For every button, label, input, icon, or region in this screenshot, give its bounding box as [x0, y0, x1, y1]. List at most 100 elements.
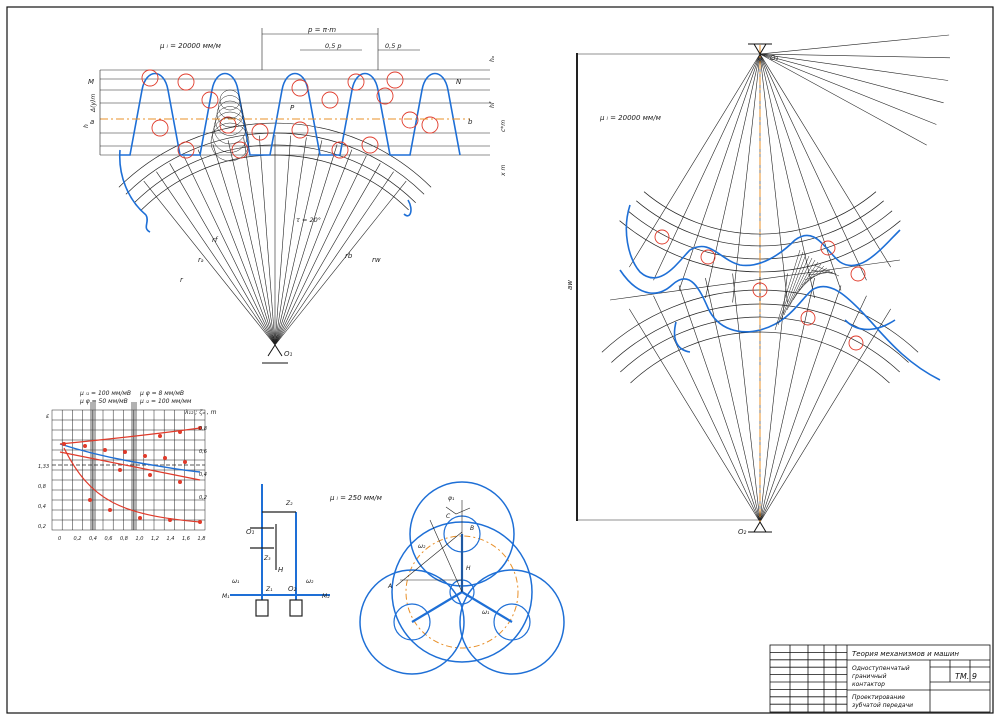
envelope-circle [218, 95, 242, 119]
construction-circle [421, 116, 439, 134]
angle-line [759, 53, 949, 81]
radial-line-top [759, 53, 815, 299]
hatch-line [813, 264, 840, 277]
data-point [198, 426, 202, 430]
hatch-line [774, 249, 801, 331]
x-tick-label: 0,4 [89, 536, 97, 542]
radial-line [212, 144, 276, 346]
hatch-line [783, 255, 810, 316]
center-o2-bottom: O₂ [738, 528, 747, 536]
contact-circle [700, 249, 716, 265]
radial-line [274, 180, 407, 346]
dim-dym: Δ(y)m [90, 94, 97, 113]
data-point [143, 454, 147, 458]
radial-line [274, 135, 291, 346]
scheme-z2: Z₂ [285, 500, 293, 507]
radial-line [274, 155, 367, 346]
line-n-label: N [456, 78, 462, 86]
construction-circle [219, 116, 237, 134]
hatch-line [795, 263, 822, 296]
construction-circle [291, 121, 309, 139]
half-pitch-right-label: 0,5 p [385, 42, 402, 50]
scheme-scale: μ ₗ = 250 мм/м [329, 494, 383, 502]
construction-circle [321, 91, 339, 109]
x-tick-label: 0,8 [120, 536, 128, 542]
dim-h: h [83, 124, 90, 128]
radial-line [274, 144, 338, 346]
radial-line [169, 163, 276, 346]
gear-tooth-detail [673, 319, 896, 353]
radial-line-bottom [759, 273, 788, 523]
planet-a: A [387, 583, 392, 590]
radial-line-top [759, 53, 867, 281]
tb-name4: Проектирование [852, 694, 905, 701]
radius-rb-label: rb [345, 252, 353, 260]
center-o1-label: O₁ [284, 350, 293, 358]
view-kinematic-scheme: O₁ O₂ H ω₁ ω₂ M₁ M₂ Z₁ Z₂ Z₃ μ ₗ = 250 м… [222, 484, 383, 617]
data-point [183, 460, 187, 464]
radial-line-top [732, 53, 761, 303]
view-gear-generation: p = π·m 0,5 p 0,5 p μ ₗ = 20000 мм/м O₁ … [83, 26, 507, 364]
radial-line-bottom [759, 308, 891, 523]
right-tick-label: 0,8 [199, 426, 207, 432]
radial-line [143, 180, 276, 346]
dim-xm: x m [500, 165, 507, 177]
radial-line [274, 171, 394, 346]
radial-line-bottom [759, 285, 842, 523]
construction-circle [177, 141, 195, 159]
radial-line-top [653, 53, 761, 281]
tb-name1: Одноступенчатый [852, 665, 910, 672]
hatch-line [777, 251, 804, 326]
construction-circle [251, 123, 269, 141]
planet-w2: ω₂ [418, 543, 426, 550]
radius-ra-label: rₐ [198, 256, 204, 264]
planet-b: B [470, 525, 474, 532]
pitch-label: p = π·m [307, 26, 336, 34]
line-a-label: a [90, 118, 94, 126]
tb-name5: зубчатой передачи [852, 702, 913, 709]
data-point [108, 508, 112, 512]
radial-line-top [759, 53, 891, 268]
data-point [62, 442, 66, 446]
construction-circle [331, 141, 349, 159]
view1-scale: μ ₗ = 20000 мм/м [159, 42, 222, 50]
radial-line [274, 137, 307, 346]
construction-circle [201, 91, 219, 109]
scheme-z1: Z₁ [265, 586, 273, 593]
hatch-line [801, 267, 828, 286]
data-point [88, 498, 92, 502]
angle-line [759, 53, 937, 125]
graph-right-title: λ₁₂ ; ζₒ , m [184, 409, 217, 416]
hatch-line [807, 271, 834, 276]
data-point [118, 468, 122, 472]
x-tick-label: 1,4 [167, 536, 175, 542]
x-tick-label: 0 [58, 536, 61, 542]
construction-circle [401, 111, 419, 129]
radial-line-top [759, 53, 842, 291]
angle-line [759, 53, 944, 104]
tb-header: Теория механизмов и машин [852, 650, 959, 658]
upper-gear-profile [625, 204, 901, 279]
curve-lower [63, 447, 201, 523]
tb-code: ТМ. 9 [955, 672, 977, 681]
x-tick-label: 0,6 [105, 536, 113, 542]
radius-rw-label: rw [372, 256, 381, 264]
construction-circle [291, 79, 309, 97]
x-tick-label: 1,6 [182, 536, 190, 542]
data-point [163, 456, 167, 460]
scheme-z3: Z₃ [263, 555, 271, 562]
right-tick-label: 0,4 [199, 472, 207, 478]
construction-circle [386, 71, 404, 89]
construction-circle [151, 119, 169, 137]
radial-line [259, 135, 276, 346]
envelope-circle [219, 89, 241, 111]
contact-circle [848, 335, 864, 351]
right-tick-label: 0,6 [199, 449, 207, 455]
contact-circle [850, 266, 866, 282]
line-b-label: b [468, 118, 473, 126]
x-tick-label: 1,8 [198, 536, 206, 542]
radial-line [227, 140, 276, 346]
contact-circle [800, 310, 816, 326]
dim-ha: hₐ [489, 55, 496, 62]
curve-upper [59, 427, 201, 445]
